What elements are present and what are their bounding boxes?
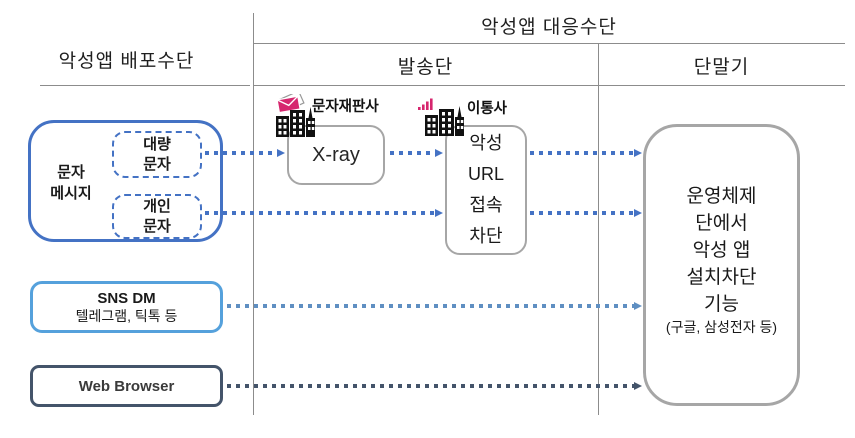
personal-sms-box: 개인 문자 — [112, 194, 202, 239]
os-install-block-label: 운영체제 단에서 악성 앱 설치차단 기능 — [686, 186, 757, 315]
response-title-underline — [253, 43, 845, 44]
column-headers-underline — [253, 85, 845, 86]
os-install-block-sublabel: (구글, 삼성전자 등) — [665, 319, 778, 335]
telecom-org-label: 이통사 — [467, 101, 508, 117]
sns-dm-subtitle: 텔레그램, 틱톡 등 — [75, 307, 178, 324]
bulk-sms-box: 대량 문자 — [112, 131, 202, 178]
distribution-title: 악성앱 배포수단 — [58, 51, 195, 72]
sns-dm-box: SNS DM 텔레그램, 틱톡 등 — [30, 281, 223, 333]
malicious-url-block-label: 악성 URL 접속 차단 — [467, 133, 504, 246]
sns-dm-title: SNS DM — [97, 289, 156, 307]
column-divider-right — [598, 43, 599, 415]
device-column-header: 단말기 — [693, 57, 750, 78]
sender-column-header: 발송단 — [397, 57, 454, 78]
sms-message-label: 문자 메시지 — [50, 164, 92, 202]
malicious-url-block-box: 악성 URL 접속 차단 — [445, 125, 527, 255]
web-browser-box: Web Browser — [30, 365, 223, 407]
buildings-signal-icon — [418, 95, 470, 142]
distribution-title-underline — [40, 85, 250, 86]
os-install-block-box — [643, 124, 800, 406]
x-ray-label: X-ray — [312, 143, 360, 166]
response-title: 악성앱 대응수단 — [481, 17, 617, 38]
sms-judge-org-label: 문자재판사 — [312, 99, 379, 115]
web-browser-title: Web Browser — [78, 377, 175, 395]
buildings-envelope-icon — [272, 90, 328, 143]
